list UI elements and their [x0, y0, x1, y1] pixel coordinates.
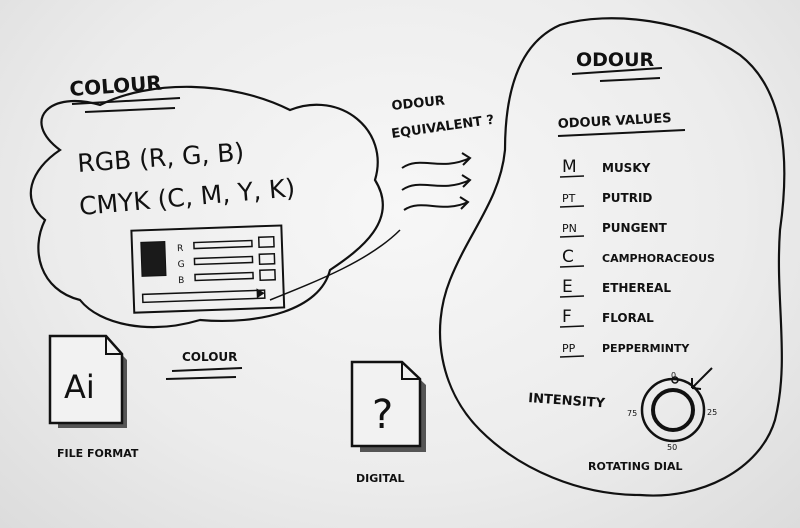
dial-mark-50: 50 [667, 443, 677, 452]
slider-g [193, 255, 254, 266]
dial-inner-ring [651, 388, 695, 432]
value-box-g [258, 252, 276, 266]
odour-value-abbr-underline [559, 175, 585, 178]
slider-label-r: R [177, 244, 184, 254]
odour-value-abbr-underline [559, 265, 585, 268]
colour-title: COLOUR [69, 71, 163, 101]
odour-bubble-outline [438, 17, 786, 497]
odour-value-abbr: PP [562, 342, 576, 355]
dial-mark-0: 0 [671, 371, 676, 380]
odour-value-abbr: C [562, 247, 574, 267]
dial-mark-75: 75 [627, 409, 637, 418]
dial-outer-ring [640, 377, 706, 443]
odour-value-item: F FLORAL [559, 307, 654, 328]
odour-equivalent-line2: EQUIVALENT ? [390, 113, 495, 142]
odour-value-abbr: PN [562, 222, 577, 235]
odour-value-abbr-underline [559, 235, 585, 238]
dial-top-marker [671, 376, 679, 384]
odour-value-abbr: PT [562, 192, 576, 205]
odour-value-item: M MUSKY [559, 157, 651, 178]
hue-bar [141, 289, 266, 304]
slider-b [194, 271, 254, 282]
odour-values-heading: ODOUR VALUES [557, 111, 671, 132]
odour-value-abbr-underline [559, 355, 585, 358]
odour-value-name: CAMPHORACEOUS [602, 252, 715, 265]
odour-value-item: PN PUNGENT [559, 221, 668, 238]
rgb-label: RGB (R, G, B) [76, 137, 245, 178]
hue-knob [256, 288, 265, 299]
picker-frame [130, 224, 286, 314]
odour-value-abbr: F [562, 307, 572, 327]
odour-value-abbr-underline [559, 325, 585, 328]
cmyk-label: CMYK (C, M, Y, K) [78, 173, 296, 221]
odour-value-name: MUSKY [602, 161, 651, 175]
ai-file-icon: Ai [48, 334, 127, 428]
value-box-r [257, 235, 275, 249]
digital-file-glyph: ? [372, 392, 393, 438]
odour-value-name: FLORAL [602, 311, 654, 325]
rotating-dial[interactable] [640, 367, 713, 443]
digital-file-fold [401, 362, 420, 380]
odour-values-list: M MUSKY PT PUTRID PN PUNGENT C CAMPHORACEOUS E ET… [559, 157, 715, 358]
arrow-3 [403, 196, 470, 211]
slider-r [193, 239, 253, 250]
colour-picker-widget: R G B [130, 224, 286, 314]
odour-value-name: PUNGENT [602, 221, 668, 235]
dial-caption: ROTATING DIAL [588, 460, 683, 473]
colour-title-underline [71, 97, 181, 105]
arrow-2 [401, 174, 472, 191]
ai-file-body [48, 334, 124, 425]
odour-title-underline-2 [599, 77, 661, 82]
ai-file-glyph: Ai [64, 368, 95, 406]
odour-value-item: PT PUTRID [559, 191, 652, 208]
colour-cloud-outline [29, 85, 384, 329]
file-format-label: FILE FORMAT [57, 447, 139, 460]
odour-value-item: PP PEPPERMINTY [559, 342, 690, 358]
colour-caption: COLOUR [182, 350, 237, 364]
odour-value-item: C CAMPHORACEOUS [559, 247, 715, 268]
odour-value-abbr-underline [559, 205, 585, 208]
picker-swatch [140, 241, 167, 277]
slider-label-g: G [177, 260, 184, 270]
digital-file-body [350, 360, 422, 448]
dial-mark-25: 25 [707, 408, 717, 417]
colour-caption-underline [171, 367, 243, 372]
arrows [401, 152, 472, 211]
odour-value-abbr: E [562, 277, 573, 297]
slider-label-b: B [178, 276, 185, 286]
odour-value-name: PEPPERMINTY [602, 342, 690, 355]
digital-label: DIGITAL [356, 472, 405, 485]
odour-title-underline [571, 67, 663, 75]
dial-pointer-arrow [691, 367, 713, 390]
odour-value-abbr-underline [559, 295, 585, 298]
ai-file-fold [105, 336, 122, 355]
arrow-1 [401, 152, 472, 169]
digital-file-icon: ? [350, 360, 426, 452]
intensity-label: INTENSITY [528, 391, 606, 411]
odour-value-name: PUTRID [602, 191, 652, 205]
value-box-b [259, 268, 276, 282]
odour-value-abbr: M [562, 157, 577, 177]
odour-equivalent-line1: ODOUR [391, 93, 446, 114]
picker-stroke [269, 229, 401, 301]
odour-title: ODOUR [576, 49, 655, 71]
colour-title-underline-2 [84, 107, 176, 113]
odour-values-underline [557, 129, 686, 137]
colour-caption-underline-2 [165, 376, 237, 380]
odour-value-name: ETHEREAL [602, 281, 671, 295]
odour-value-item: E ETHEREAL [559, 277, 671, 298]
